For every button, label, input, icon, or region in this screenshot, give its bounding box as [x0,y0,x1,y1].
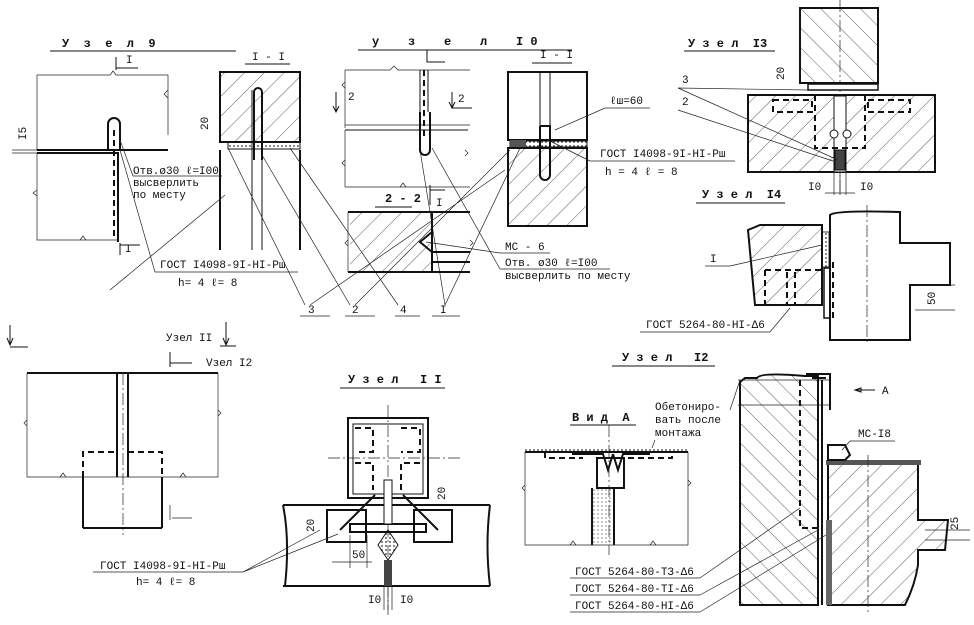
section-mark-top: I [126,55,133,67]
weld-length: ℓш=60 [610,96,643,108]
uzel-11-dim-10b: I0 [400,595,413,607]
uzel-12-gost-1: ГОСТ 5264-80-ТЗ-Δ6 [575,567,694,579]
uzel-14-title: У з е л I4 [702,188,781,202]
uzel-10-hole-line1: Отв. ø30 ℓ=I00 [505,258,597,270]
uzel-11: У з е л I I 20 20 50 I0 I0 [282,373,491,615]
section-mark-2-right: 2 [458,94,465,106]
callout-2: 2 [352,305,359,317]
uzel-13-callout-2: 2 [682,97,689,109]
ms-18-label: МС-I8 [858,429,891,441]
section-mark-1: I [436,198,443,210]
uzel-9-title: У з е л 9 [62,37,156,51]
plan-bottom: Узел II Vзел I2 ГОСТ I4098-9I-HI-Рш h= 4… [6,322,339,589]
gost-weld-label: ГОСТ I4098-9I-HI-Рш [160,260,286,272]
uzel-13-callout-3: 3 [682,75,689,87]
gost-weld-params: h= 4 ℓ= 8 [178,278,237,290]
hole-note-line1: Отв.ø30 ℓ=I00 [133,166,219,178]
concrete-note-line3: монтажа [655,428,702,440]
concrete-note-line2: вать после [655,415,721,427]
uzel-11-dim-10a: I0 [368,595,381,607]
uzel-10-gost-params: h = 4 ℓ = 8 [605,167,678,179]
plan-gost-params: h= 4 ℓ= 8 [136,577,195,589]
uzel-13: У з е л I3 20 3 2 I0 I0 [677,0,936,195]
section-i-i-title: I - I [252,52,285,64]
uzel-10-hole-line2: высверлить по месту [505,271,631,283]
uzel-12-dim-25: 25 [950,517,962,530]
view-a-title: В и д А [572,411,630,425]
uzel-11-title: У з е л I I [348,373,442,387]
label-uzel-11: Узел II [166,333,212,345]
uzel-10: у з е л I 0 I - I 2 2 I 2 - 2 ℓш=60 [332,35,735,283]
section-2-2-title: 2 - 2 [385,192,421,206]
uzel-14: У з е л I4 I ГОСТ 5264-80-HI-Δ6 50 [640,188,955,345]
plan-gost: ГОСТ I4098-9I-HI-Рш [100,561,226,573]
dim-15: I5 [18,127,30,140]
uzel-12-gost-2: ГОСТ 5264-80-ТI-Δ6 [575,584,694,596]
uzel-12-title: У з е л I2 [622,351,708,365]
view-a-arrow-label: А [882,386,889,398]
ms-6-label: МС - 6 [505,242,545,254]
callout-4: 4 [400,305,407,317]
hole-note-line2: высверлить [133,178,199,190]
uzel-14-callout-1: I [710,254,717,266]
uzel-13-title: У з е л I3 [688,37,767,51]
section-mark-bottom: I [125,244,132,256]
uzel-12-gost-3: ГОСТ 5264-80-HI-Δ6 [575,601,694,613]
callout-1: I [440,305,447,317]
uzel-13-dim-10a: I0 [808,182,821,194]
concrete-note-line1: Обетониро- [655,401,721,414]
uzel-10-gost: ГОСТ I4098-9I-HI-Рш [600,149,726,161]
uzel-11-dim-50: 50 [352,550,365,562]
uzel-13-dim-10b: I0 [860,182,873,194]
uzel-10-section-title: I - I [540,50,573,62]
uzel-14-gost: ГОСТ 5264-80-HI-Δ6 [646,320,765,332]
hole-note-line3: по месту [133,190,186,202]
uzel-11-dim-20a: 20 [437,487,449,500]
uzel-12: У з е л I2 В и д А Обетониро- вать после… [521,351,970,613]
uzel-11-dim-20b: 20 [306,519,318,532]
dim-20: 20 [200,117,212,130]
callout-3: 3 [308,305,315,317]
uzel-14-dim-50: 50 [927,292,939,305]
uzel-10-title: у з е л I 0 [372,35,538,49]
section-mark-2-left: 2 [348,92,355,104]
uzel-13-dim-20: 20 [776,67,788,80]
label-uzel-12: Vзел I2 [206,358,252,370]
uzel-9: У з е л 9 I I5 Отв.ø30 ℓ=I00 высверлить … [12,37,301,290]
